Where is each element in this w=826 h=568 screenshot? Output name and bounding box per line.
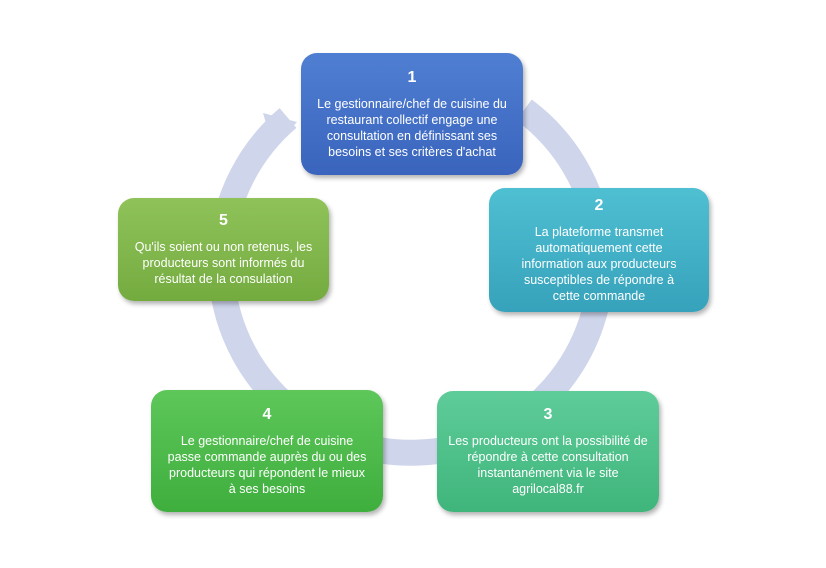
cycle-step-5: 5 Qu'ils soient ou non retenus, les prod… [118,198,329,301]
step-number: 3 [543,406,553,423]
step-number: 1 [407,68,417,86]
step-description: La plateforme transmet automatiquement c… [521,224,677,303]
step-description: Le gestionnaire/chef de cuisine du resta… [317,96,507,159]
step-description: Le gestionnaire/chef de cuisine passe co… [167,433,367,496]
step-description: Qu'ils soient ou non retenus, les produc… [134,240,313,286]
cycle-step-2: 2 La plateforme transmet automatiquement… [489,188,709,312]
cycle-arrow-head [263,113,297,148]
step-number: 2 [594,196,604,214]
step-description: Les producteurs ont la possibilité de ré… [448,434,648,496]
cycle-step-1: 1 Le gestionnaire/chef de cuisine du res… [301,53,523,175]
cycle-step-3: 3 Les producteurs ont la possibilité de … [437,391,659,512]
cycle-step-4: 4 Le gestionnaire/chef de cuisine passe … [151,390,383,512]
step-number: 4 [262,405,272,423]
step-number: 5 [219,212,228,229]
